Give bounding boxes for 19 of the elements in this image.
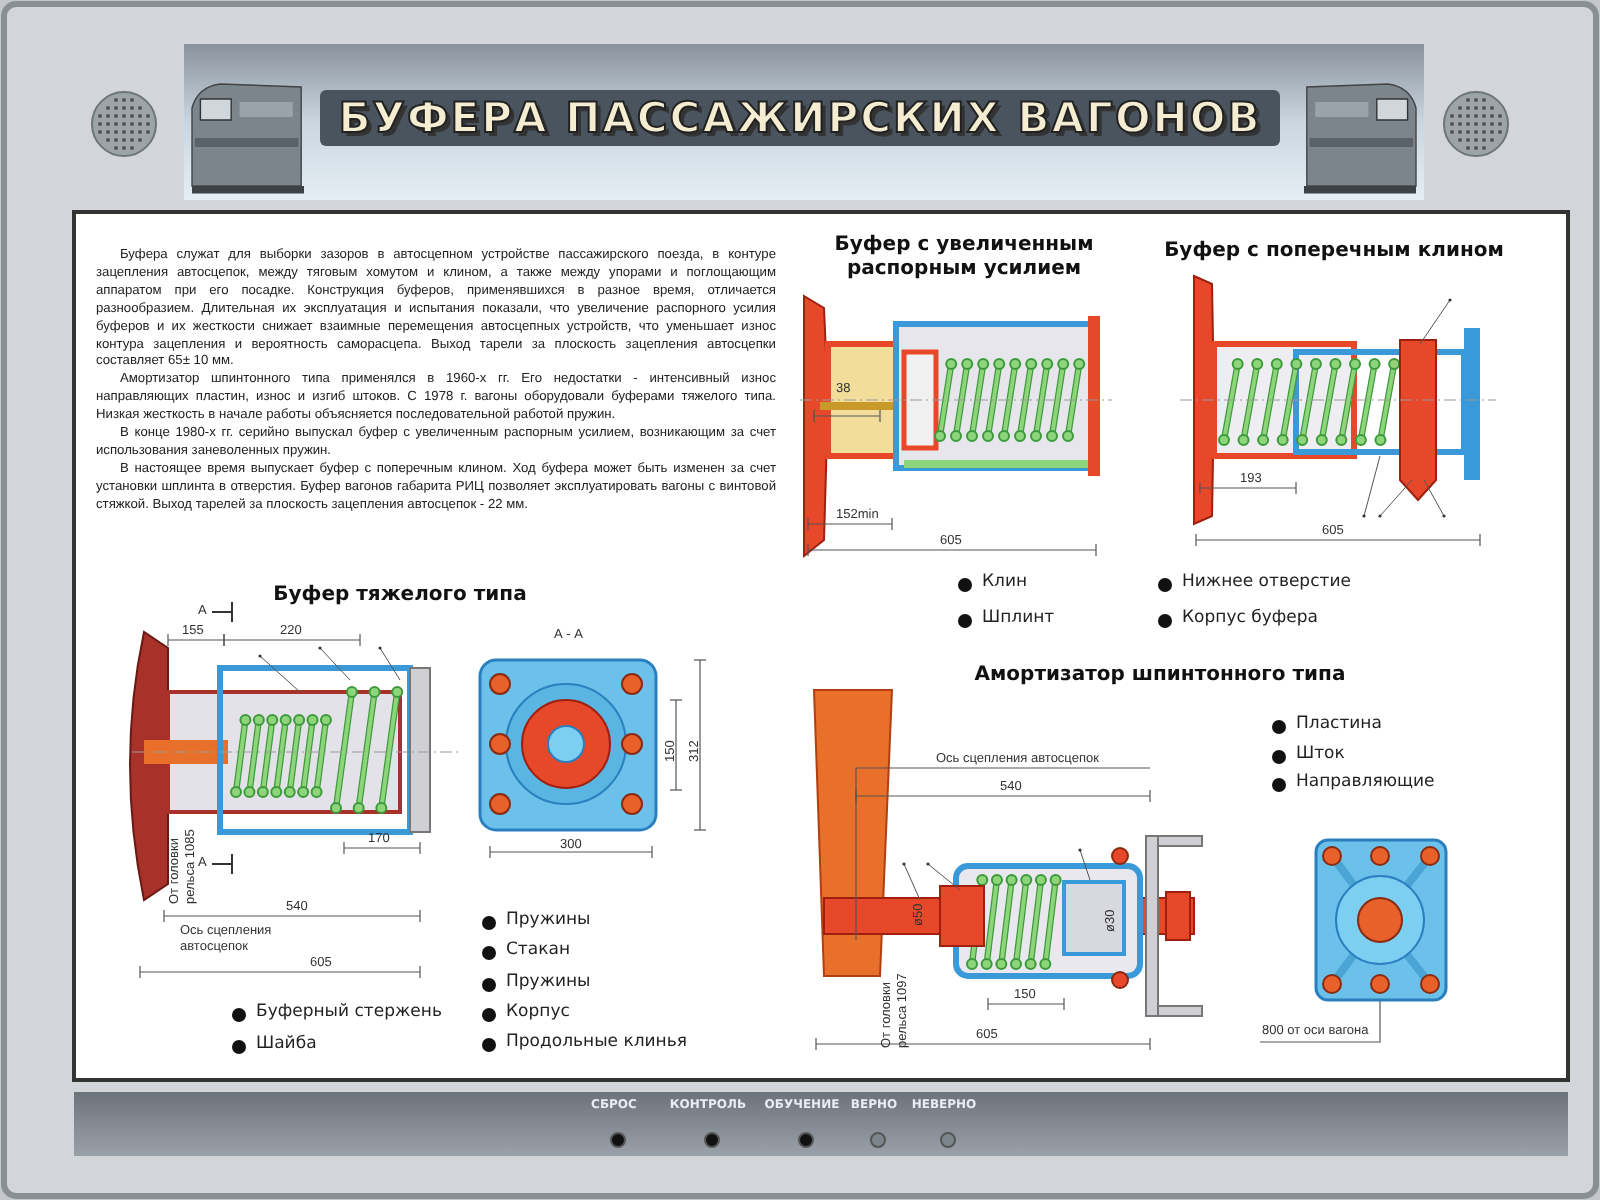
part-name: Клин xyxy=(982,572,1028,592)
section-heading: Буфер с увеличенным распорным усилием xyxy=(832,234,1096,282)
part-name: Корпус буфера xyxy=(1182,608,1318,628)
part-name: Корпус xyxy=(506,1002,570,1022)
part-name: Шток xyxy=(1296,744,1345,764)
part-name: Продольные клинья xyxy=(506,1032,687,1052)
part-name: Стакан xyxy=(506,940,570,960)
part-name: Пружины xyxy=(506,972,591,992)
part-name: Нижнее отверстие xyxy=(1182,572,1351,592)
section-heading: Буфер тяжелого типа xyxy=(271,584,529,608)
part-name: Шайба xyxy=(256,1034,317,1054)
section-heading: Буфер с поперечным клином xyxy=(1162,240,1506,264)
section-heading: Амортизатор шпинтонного типа xyxy=(972,664,1348,688)
part-name: Пластина xyxy=(1296,714,1382,734)
part-name: Буферный стержень xyxy=(256,1002,442,1022)
part-name: Направляющие xyxy=(1296,772,1435,792)
part-name: Шплинт xyxy=(982,608,1055,628)
poster-title: БУФЕРА ПАССАЖИРСКИХ ВАГОНОВ xyxy=(320,90,1280,146)
part-name: Пружины xyxy=(506,910,591,930)
